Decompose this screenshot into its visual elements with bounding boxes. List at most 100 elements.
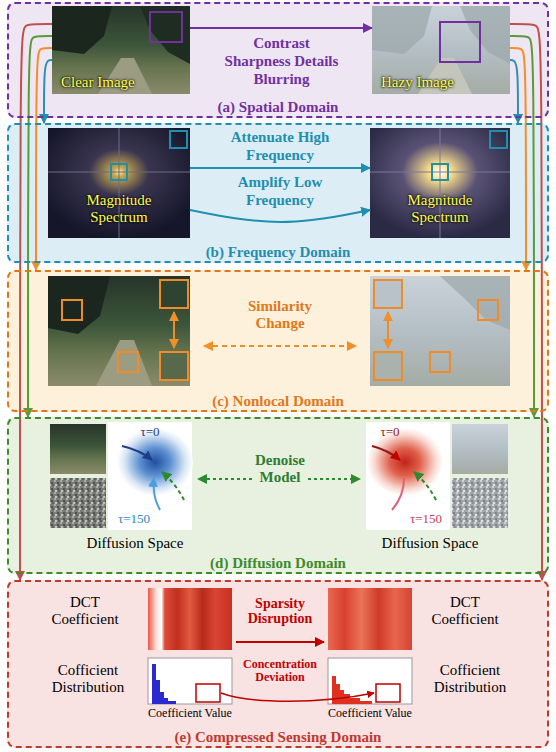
image-box: Magnitude Spectrum: [48, 128, 190, 238]
tree: [440, 276, 510, 330]
connector-arrow: [190, 167, 370, 169]
sparsity-arrow: [236, 641, 324, 643]
row-caption: Cofficient Distribution: [32, 662, 144, 695]
histogram-plot: [328, 658, 412, 704]
axis-caption: Diffusion Space: [355, 535, 505, 552]
panel-ground: [7, 417, 549, 574]
image-caption: Hazy Image: [381, 74, 454, 91]
tree: [48, 276, 110, 334]
histogram-bar: [340, 690, 344, 704]
low-freq-square: [432, 164, 448, 180]
histogram-bar: [152, 664, 156, 704]
domain-note: Concentration Deviation: [232, 658, 328, 684]
histogram-plot: [148, 658, 232, 704]
histogram-bar: [164, 698, 168, 704]
patch-square: [118, 352, 138, 372]
image-box: Magnitude Spectrum: [370, 128, 510, 238]
low-freq-square: [111, 164, 127, 180]
trajectory: [372, 446, 400, 460]
histogram-bar: [160, 692, 164, 704]
domain-panel: (c) Nonlocal Domain: [7, 270, 549, 412]
image-caption: Magnitude Spectrum: [390, 192, 490, 225]
model-arrow: [308, 478, 360, 480]
focus-square: [440, 22, 480, 62]
edge-label-box: Contrast Sharpness Details Blurring: [224, 34, 339, 88]
connector-arrow: [510, 24, 542, 580]
axis-caption: Coefficient Value: [315, 707, 425, 720]
patch-inset: [160, 352, 188, 380]
axis-caption: Coefficient Value: [135, 707, 245, 720]
connector-arrow: [36, 48, 52, 270]
model-arrow: [198, 478, 252, 480]
connector-arrow: [510, 60, 518, 123]
row-caption: DCT Coefficient: [420, 594, 510, 627]
tree: [52, 6, 112, 54]
denoise-arrow: [162, 472, 184, 500]
high-freq-square: [170, 131, 187, 148]
edge-label: Contrast Sharpness Details Blurring: [225, 35, 339, 87]
hazy-photo: [372, 6, 510, 94]
histogram-bar: [168, 701, 176, 704]
noisy-thumb: [452, 478, 508, 528]
image-box: Hazy Image: [372, 6, 510, 94]
edge-label: Amplify Low Frequency: [238, 174, 323, 208]
tree: [372, 6, 432, 54]
similarity-arrow: [173, 312, 175, 348]
focus-square: [150, 12, 182, 42]
noisy-thumb: [50, 478, 106, 528]
density-blob: [367, 428, 443, 496]
domain-note: Denoise Model: [240, 452, 320, 485]
similarity-arrow: [387, 312, 389, 348]
trajectory: [392, 478, 404, 510]
panel-ground: [7, 580, 549, 748]
patch-inset: [374, 280, 402, 308]
dct-heatmap: [328, 588, 412, 650]
panel-title: (a) Spatial Domain: [218, 99, 339, 116]
hazy-photo: [370, 276, 510, 386]
panel-title: (d) Diffusion Domain: [210, 555, 346, 572]
histogram-bar: [360, 701, 372, 704]
tail-box: [376, 684, 400, 702]
tail-box: [196, 684, 220, 702]
trajectory: [122, 446, 152, 460]
deviation-arrow: [221, 693, 374, 701]
histogram-bar: [336, 684, 340, 704]
histogram-bar: [156, 680, 160, 704]
image-box: Clear Image: [52, 6, 190, 94]
edge-label-box: Amplify Low Frequency: [205, 173, 355, 209]
image-caption: Magnitude Spectrum: [69, 192, 169, 225]
connector-arrow: [20, 24, 52, 580]
panel-ground: [7, 123, 549, 263]
histogram-bar: [350, 698, 360, 704]
panel-title: (b) Frequency Domain: [206, 244, 351, 261]
edge-label-box: Attenuate High Frequency: [205, 128, 355, 164]
connector-arrow: [510, 48, 526, 270]
high-freq-square: [490, 131, 507, 148]
patch-square: [430, 352, 450, 372]
domain-note: Similarity Change: [230, 298, 330, 331]
trajectory: [154, 478, 160, 510]
timestep-label: τ=150: [404, 512, 448, 526]
diffusion-space: [108, 422, 192, 530]
clear-photo: [48, 276, 190, 386]
connector-arrow: [190, 210, 370, 222]
hazy-thumb: [452, 424, 508, 474]
image-caption: Clear Image: [61, 74, 135, 91]
tree: [460, 6, 510, 64]
axis-caption: Diffusion Space: [60, 535, 210, 552]
histogram-bar: [344, 694, 350, 704]
panel-ground: [7, 270, 549, 412]
edge-label: Attenuate High Frequency: [231, 129, 330, 163]
patch-square: [62, 300, 82, 320]
denoise-arrow: [414, 472, 436, 500]
tree: [140, 6, 190, 64]
spectrum-image: [48, 128, 190, 238]
patch-square: [478, 300, 498, 320]
patch-inset: [374, 352, 402, 380]
connector-arrow: [510, 36, 534, 417]
timestep-label: τ=150: [112, 512, 156, 526]
connector-arrow: [190, 27, 372, 29]
